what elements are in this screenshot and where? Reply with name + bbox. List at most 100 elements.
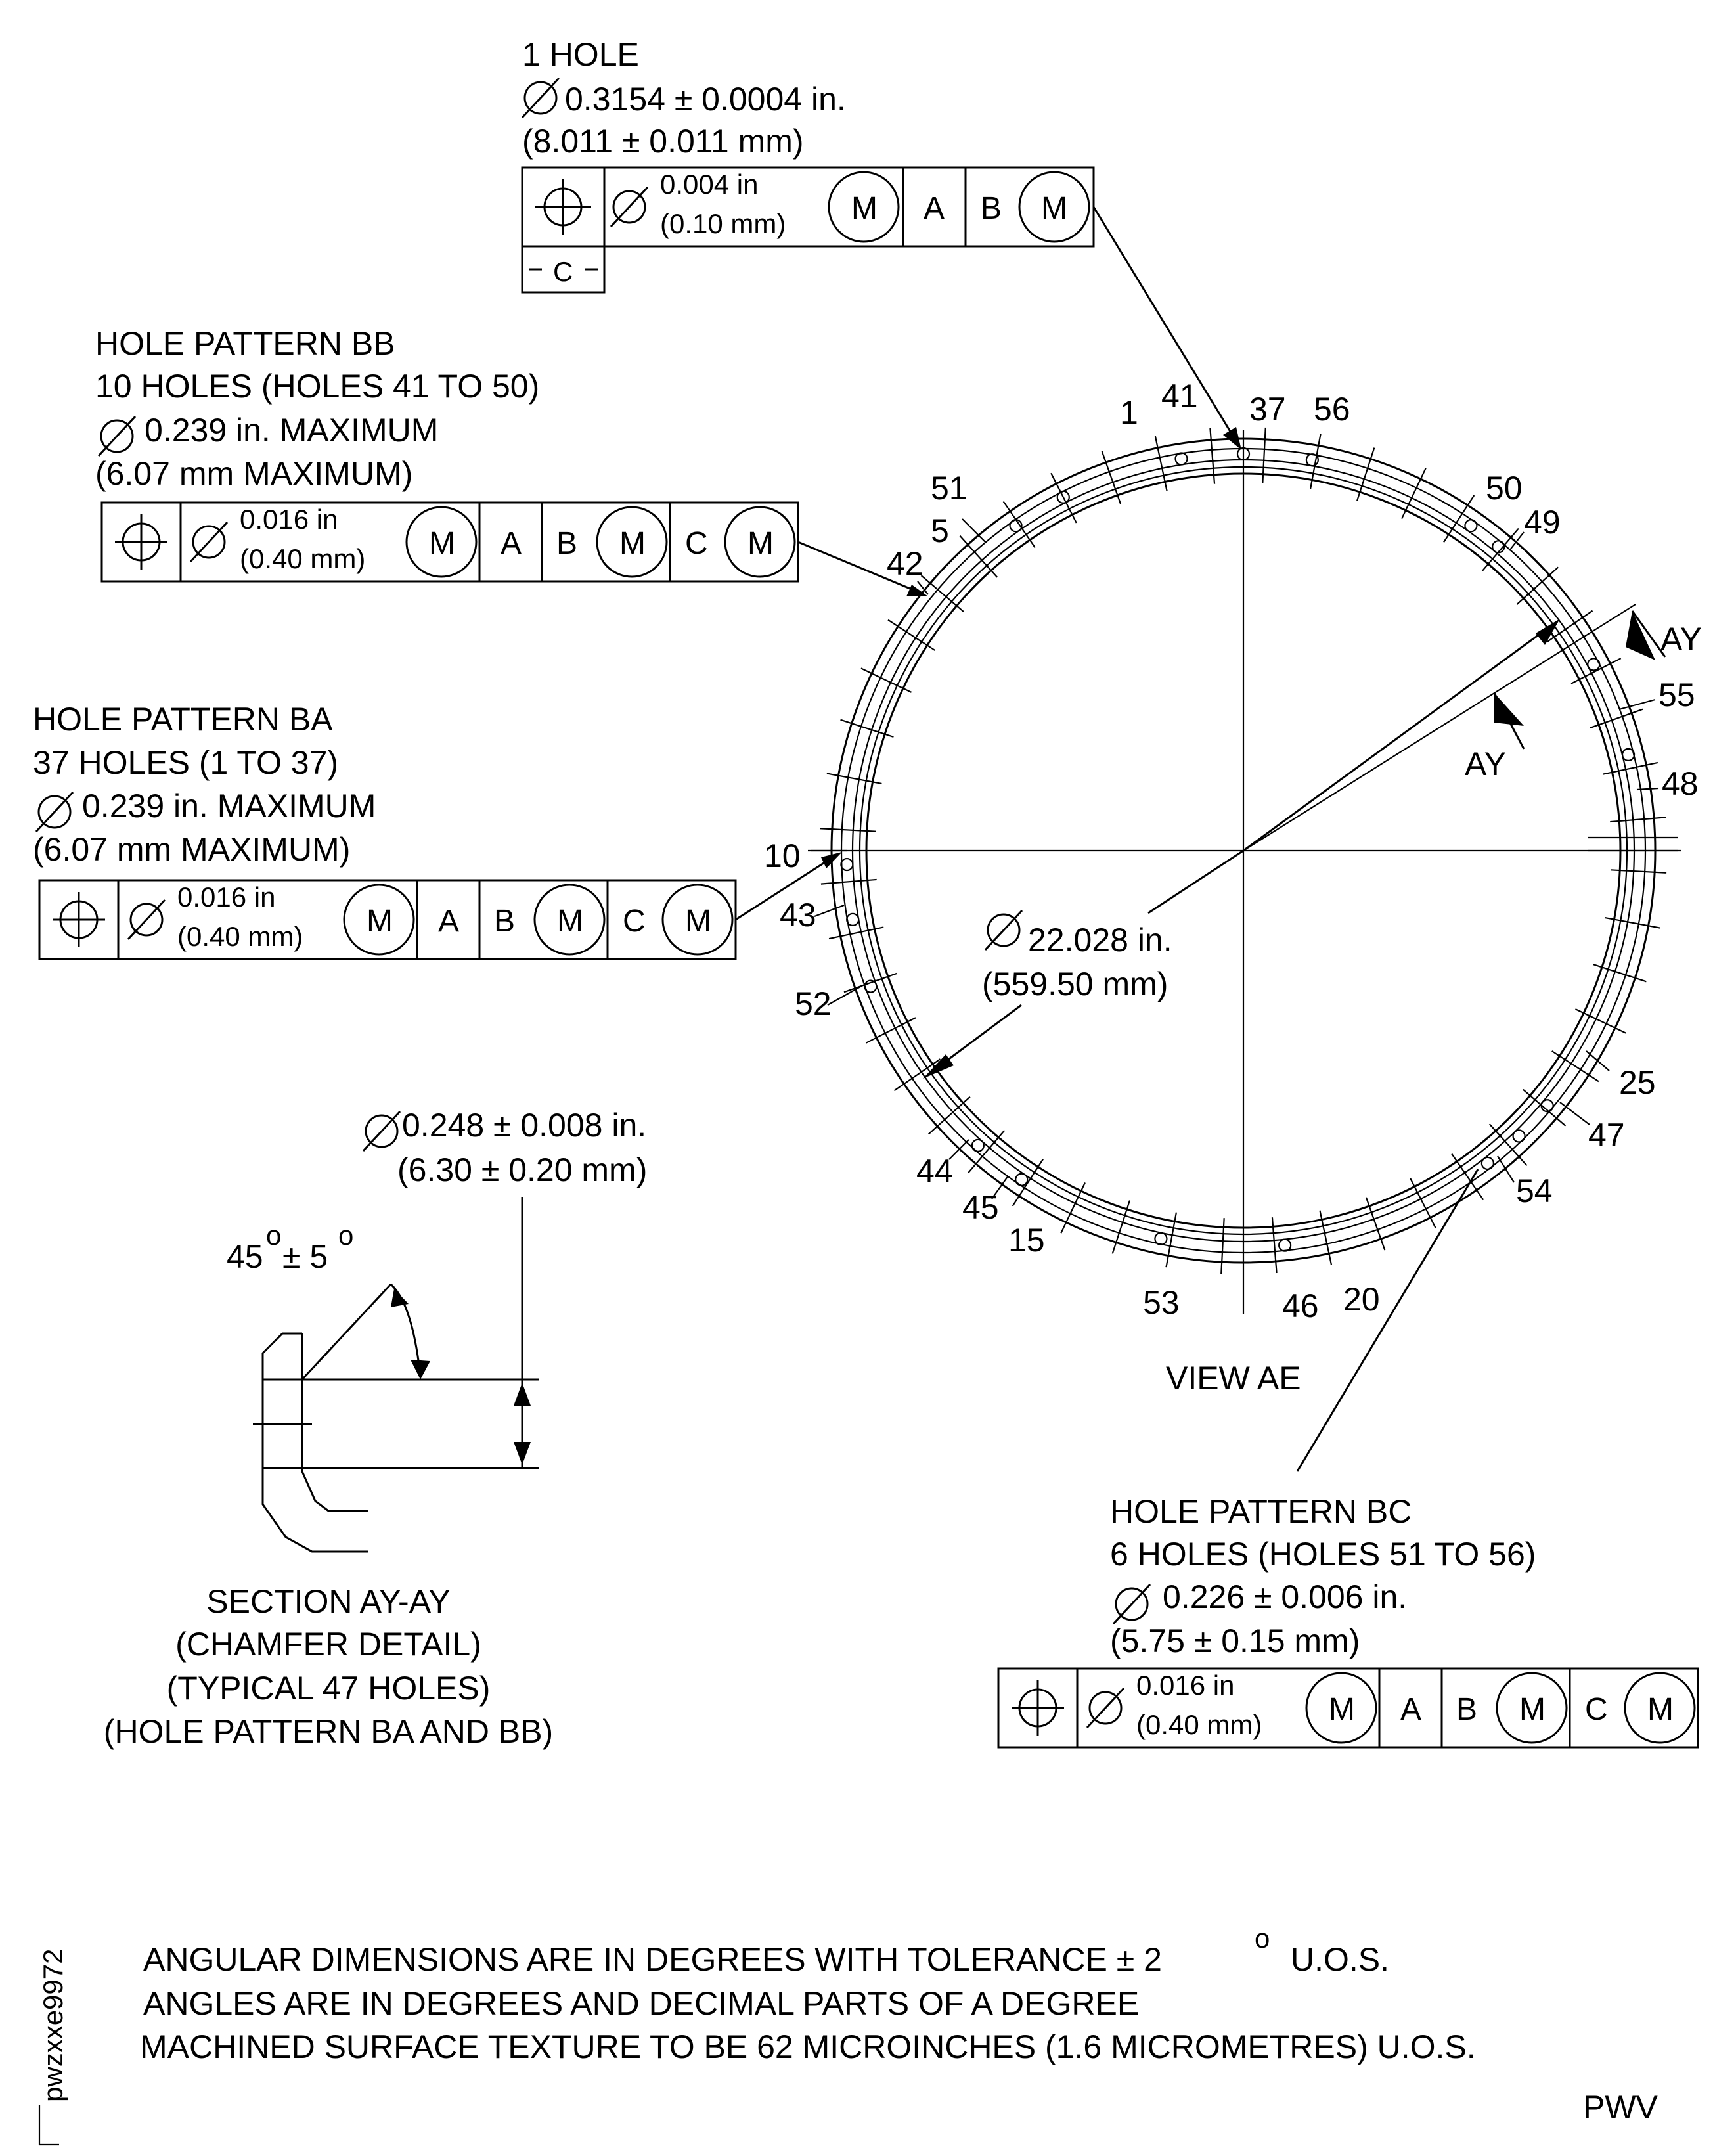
- ring-tick: [1570, 658, 1622, 684]
- pattern-bb-mm: (6.07 mm MAXIMUM): [95, 455, 412, 492]
- hole-label: 43: [780, 897, 816, 933]
- hole-label: 41: [1161, 378, 1198, 414]
- modifier-m: M: [429, 526, 455, 561]
- hole-label: 51: [931, 470, 968, 506]
- ring-tick: [1262, 427, 1266, 483]
- ring-tick: [1574, 1008, 1626, 1034]
- hole-marker: [1174, 452, 1188, 466]
- hole-marker: [1015, 1173, 1029, 1186]
- section-title: SECTION AY-AY: [206, 1583, 450, 1620]
- section-line-4: (HOLE PATTERN BA AND BB): [104, 1713, 553, 1750]
- position-icon: [1012, 1680, 1064, 1736]
- hole-label: 15: [1008, 1222, 1045, 1259]
- ring-tick: [1002, 501, 1036, 549]
- hole-marker: [1492, 540, 1505, 554]
- ring-tick: [920, 575, 964, 613]
- hole-label: 44: [916, 1153, 953, 1190]
- hole-marker: [846, 912, 860, 926]
- hole-number-labels: 1 41 37 56 50 49 51 5 42 55 48 10 43 52 …: [764, 378, 1699, 1324]
- section-marker-label: AY: [1660, 621, 1702, 658]
- diameter-symbol: [97, 415, 137, 457]
- degree-mark: o: [266, 1220, 281, 1251]
- hole-label: 55: [1658, 677, 1695, 713]
- hole-marker: [864, 979, 878, 993]
- ring-tick: [887, 619, 935, 651]
- fcf-tol-mm: (0.40 mm): [240, 543, 365, 574]
- figure-id: pwzxxe9972: [37, 1949, 68, 2102]
- hole-marker: [1480, 1156, 1494, 1171]
- pattern-ba-mm: (6.07 mm MAXIMUM): [33, 831, 350, 868]
- ring-tick: [1546, 610, 1593, 643]
- ring-tick: [1309, 434, 1322, 489]
- fcf-tol-in: 0.016 in: [177, 882, 275, 912]
- hole-marker: [1305, 453, 1319, 467]
- ring-tick: [1060, 1182, 1086, 1234]
- hole-label: 53: [1143, 1284, 1180, 1321]
- modifier-m: M: [1647, 1692, 1674, 1727]
- hole-label: 45: [962, 1189, 999, 1226]
- one-hole-callout: 1 HOLE 0.3154 ± 0.0004 in. (8.011 ± 0.01…: [521, 36, 1241, 450]
- fcf-tol-in: 0.016 in: [240, 504, 338, 535]
- position-icon: [115, 514, 167, 570]
- ring-tick: [1154, 436, 1168, 491]
- degree-mark: o: [1255, 1923, 1270, 1954]
- modifier-m: M: [619, 526, 646, 561]
- hole-marker: [1056, 490, 1070, 504]
- pattern-bc-mm: (5.75 ± 0.15 mm): [1110, 1623, 1360, 1659]
- pattern-ba-holes: 37 HOLES (1 TO 37): [33, 744, 338, 781]
- modifier-m: M: [1519, 1692, 1546, 1727]
- pattern-ba-callout: HOLE PATTERN BA 37 HOLES (1 TO 37) 0.239…: [33, 701, 842, 960]
- ring-tick: [1605, 916, 1660, 929]
- ring-tick: [1488, 1123, 1528, 1167]
- pattern-ba-title: HOLE PATTERN BA: [33, 701, 333, 738]
- ring-tick: [1410, 1178, 1436, 1229]
- note-line-2: ANGLES ARE IN DEGREES AND DECIMAL PARTS …: [143, 1985, 1139, 2022]
- hole-marker: [1621, 748, 1636, 761]
- general-notes: ANGULAR DIMENSIONS ARE IN DEGREES WITH T…: [37, 1923, 1658, 2146]
- diameter-symbol: [362, 1110, 401, 1152]
- ring-tick: [1593, 964, 1647, 983]
- ring-tick-marks: [820, 427, 1667, 1274]
- hole-marker: [1512, 1129, 1526, 1143]
- hole-label: 52: [795, 985, 832, 1022]
- chamfer-mm: (6.30 ± 0.20 mm): [397, 1152, 647, 1188]
- hole-label: 37: [1249, 391, 1286, 428]
- modifier-m: M: [685, 904, 711, 939]
- datum-c: C: [685, 526, 708, 561]
- hole-label: 56: [1314, 391, 1350, 428]
- diameter-symbol: [127, 899, 166, 941]
- hole-marker: [840, 857, 854, 872]
- diameter-in: 22.028 in.: [1028, 922, 1172, 958]
- hole-marker: [1009, 519, 1023, 533]
- ring-tick: [1365, 1197, 1386, 1251]
- part-profile: [261, 1332, 368, 1553]
- diameter-symbol: [1112, 1583, 1151, 1625]
- ring-tick: [893, 1058, 941, 1092]
- pattern-bc-fcf: [997, 1667, 1699, 1749]
- hole-label: 49: [1524, 504, 1561, 541]
- datum-c: C: [1585, 1692, 1608, 1727]
- hole-marker: [1278, 1238, 1292, 1252]
- note-line-1: ANGULAR DIMENSIONS ARE IN DEGREES WITH T…: [143, 1941, 1162, 1978]
- ring-tick: [1551, 1050, 1599, 1083]
- pattern-bb-callout: HOLE PATTERN BB 10 HOLES (HOLES 41 TO 50…: [95, 325, 928, 596]
- ring-tick: [1451, 1153, 1484, 1201]
- ring-tick: [840, 719, 894, 738]
- diameter-symbol: [521, 77, 560, 119]
- position-icon: [53, 892, 105, 947]
- hole-label: 5: [931, 512, 949, 549]
- modifier-m: M: [557, 904, 583, 939]
- datum-c-id: C: [553, 256, 573, 287]
- chamfer-angle-tol: ± 5: [282, 1238, 328, 1275]
- center-diameter-callout: 22.028 in. (559.50 mm): [923, 619, 1560, 1079]
- hole-marker: [971, 1138, 985, 1152]
- ring-tick: [1101, 451, 1122, 504]
- datum-b: B: [981, 191, 1002, 226]
- fcf-tol-mm: (0.40 mm): [1136, 1709, 1262, 1740]
- ring-tick: [1165, 1212, 1178, 1268]
- diameter-symbol: [984, 909, 1023, 951]
- ring-tick: [828, 926, 884, 940]
- pattern-ba-dia: 0.239 in. MAXIMUM: [82, 788, 376, 824]
- datum-a: A: [438, 904, 459, 939]
- note-line-3: MACHINED SURFACE TEXTURE TO BE 62 MICROI…: [140, 2028, 1476, 2065]
